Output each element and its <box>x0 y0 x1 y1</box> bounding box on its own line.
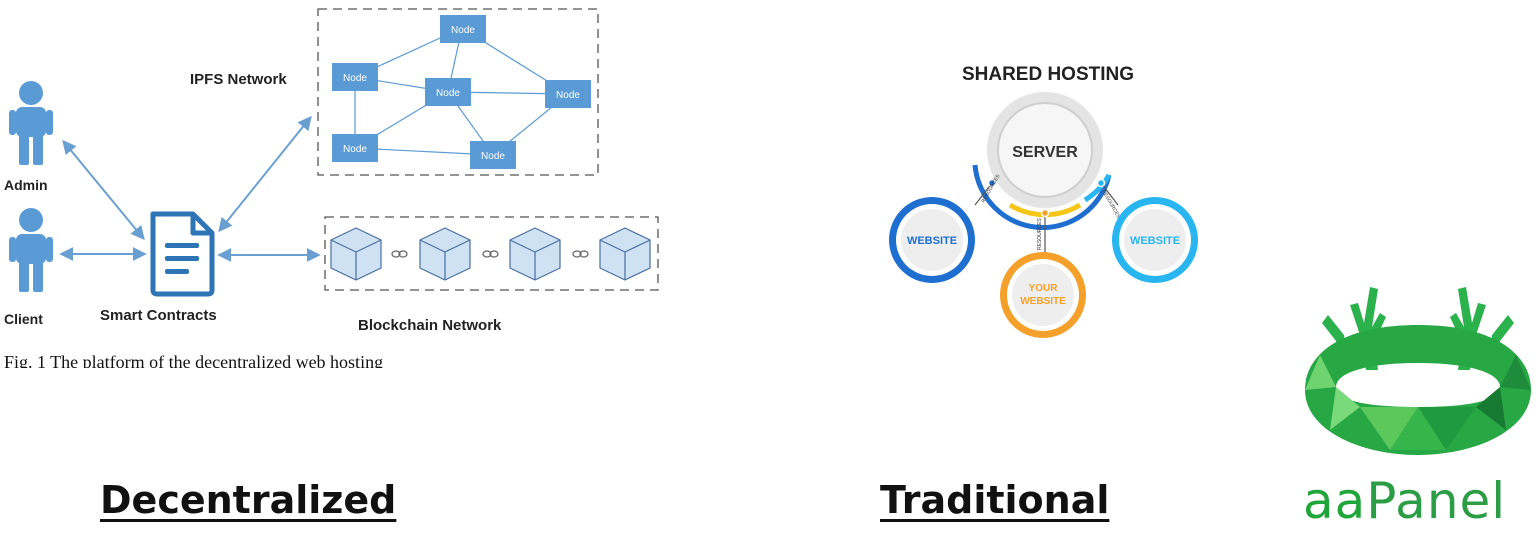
admin-label: Admin <box>4 177 48 193</box>
ipfs-network-label: IPFS Network <box>190 71 287 88</box>
ipfs-node-4: Node <box>545 80 591 108</box>
connector-dot <box>1096 178 1106 188</box>
website-left-label: WEBSITE <box>907 235 957 247</box>
node-label: Node <box>436 88 460 99</box>
your-website-label: WEBSITE <box>1020 296 1066 307</box>
block-cube-icon <box>509 227 561 281</box>
aapanel-wordmark: aaPanel <box>1303 472 1506 530</box>
ipfs-node-1: Node <box>440 15 486 43</box>
block-cube-icon <box>330 227 382 281</box>
ipfs-network-box <box>317 8 599 176</box>
block-cube-icon <box>599 227 651 281</box>
block-cube-icon <box>419 227 471 281</box>
client-label: Client <box>4 311 43 327</box>
ipfs-node-3: Node <box>425 78 471 106</box>
resources-label: RESOURCES <box>1100 189 1121 220</box>
connector-dot <box>1040 208 1050 218</box>
your-website-inner <box>1012 264 1074 326</box>
aapanel-logo <box>1305 287 1531 455</box>
decentralized-title: Decentralized <box>100 478 397 522</box>
node-label: Node <box>481 151 505 162</box>
aapanel-ring <box>1305 325 1531 455</box>
aapanel-wordmark-prefix: aa <box>1303 472 1367 530</box>
blockchain-network-label: Blockchain Network <box>358 317 502 334</box>
node-label: Node <box>343 144 367 155</box>
website-left-inner <box>901 209 963 271</box>
aapanel-wordmark-suffix: Panel <box>1366 472 1507 530</box>
server-ring-cyan <box>1083 173 1112 203</box>
blockchain-network-box <box>324 216 659 291</box>
decentralized-diagram: Node Node Node Node Node Node IPFS Netwo… <box>4 8 659 334</box>
figure-caption: Fig. 1 The platform of the decentralized… <box>4 352 384 368</box>
server-label: SERVER <box>1012 144 1078 161</box>
shared-hosting-heading: SHARED HOSTING <box>962 64 1134 85</box>
ipfs-node-5: Node <box>332 134 378 162</box>
connector-dot <box>987 178 997 188</box>
node-label: Node <box>451 25 475 36</box>
node-label: Node <box>343 73 367 84</box>
server-ring-blue <box>972 164 1112 231</box>
ipfs-node-2: Node <box>332 63 378 91</box>
ipfs-node-6: Node <box>470 141 516 169</box>
blockchain-blocks <box>330 227 651 281</box>
shared-hosting-diagram: SHARED HOSTING SERVER RESOURCES RESOURCE… <box>889 64 1198 338</box>
admin-person-icon <box>9 81 53 165</box>
server-inner-circle <box>997 102 1093 198</box>
traditional-title: Traditional <box>880 478 1110 522</box>
client-person-icon <box>9 208 53 292</box>
node-label: Node <box>556 90 580 101</box>
smart-contract-document-icon <box>150 211 215 297</box>
aapanel-facets <box>1305 355 1531 450</box>
smart-contracts-label: Smart Contracts <box>100 307 217 324</box>
chain-link-icons <box>391 250 589 258</box>
connection-arrows <box>59 115 321 262</box>
your-label: YOUR <box>1029 283 1059 294</box>
website-right-inner <box>1124 209 1186 271</box>
website-right-label: WEBSITE <box>1130 235 1180 247</box>
resources-label: RESOURCES <box>1037 218 1043 250</box>
